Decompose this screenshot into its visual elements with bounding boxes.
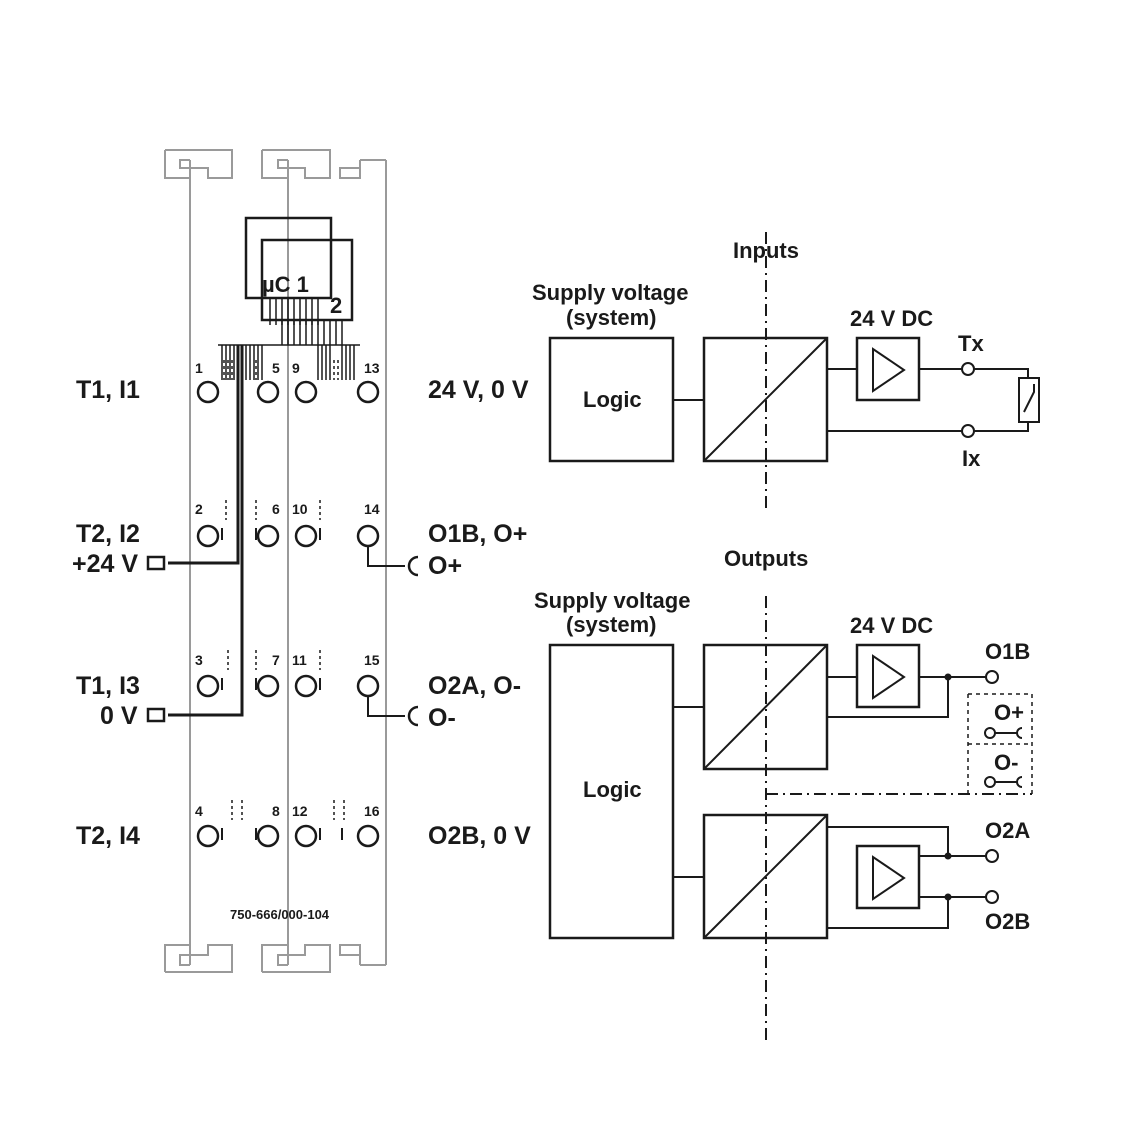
terminal-6: 6 (272, 501, 280, 517)
terminal-numbers: 1 5 9 13 2 6 10 14 3 7 11 15 4 8 12 16 (195, 360, 380, 819)
inputs-block: Inputs Supply voltage (system) Logic 24 … (532, 232, 1040, 510)
terminal-8: 8 (272, 803, 280, 819)
terminal-7: 7 (272, 652, 280, 668)
label-plus24v: +24 V (72, 550, 138, 578)
outputs-title: Outputs (724, 546, 808, 571)
module-housing (164, 149, 387, 973)
terminal-11: 11 (292, 652, 307, 668)
chip-label-1: µC 1 (262, 272, 309, 297)
inputs-tx: Tx (958, 331, 984, 356)
inputs-supply-line2: (system) (566, 305, 656, 330)
terminal-14: 14 (364, 501, 380, 517)
chip-label-2: 2 (330, 293, 342, 318)
microcontroller-chip: µC 1 2 (244, 216, 354, 322)
inputs-24vdc: 24 V DC (850, 306, 933, 331)
outputs-block: Outputs Supply voltage (system) Logic 24… (534, 546, 1033, 1040)
outputs-ominus: O- (994, 750, 1018, 775)
terminal-9: 9 (292, 360, 300, 376)
inputs-supply-line1: Supply voltage (532, 280, 688, 305)
outputs-logic-label: Logic (583, 777, 642, 802)
outputs-o2b: O2B (985, 909, 1030, 934)
label-0v: 0 V (100, 702, 138, 730)
outputs-oplus: O+ (994, 700, 1024, 725)
inputs-logic-label: Logic (583, 387, 642, 412)
terminal-16: 16 (364, 803, 380, 819)
label-o2a-ominus: O2A, O- (428, 672, 521, 700)
inputs-ix: Ix (962, 446, 981, 471)
internal-wires (168, 345, 244, 717)
label-t1-i1: T1, I1 (76, 376, 140, 404)
label-t1-i3: T1, I3 (76, 672, 140, 700)
terminal-13: 13 (364, 360, 380, 376)
label-24v-0v: 24 V, 0 V (428, 376, 529, 404)
part-number: 750-666/000-104 (230, 907, 330, 922)
contact-marks (221, 528, 405, 840)
outputs-o1b: O1B (985, 639, 1030, 664)
switch-icon (1018, 377, 1040, 423)
label-ominus: O- (428, 704, 456, 732)
terminal-2: 2 (195, 501, 203, 517)
label-t2-i2: T2, I2 (76, 520, 140, 548)
outputs-supply-line1: Supply voltage (534, 588, 690, 613)
outputs-o2a: O2A (985, 818, 1030, 843)
label-oplus: O+ (428, 552, 462, 580)
terminal-3: 3 (195, 652, 203, 668)
terminal-5: 5 (272, 360, 280, 376)
terminal-15: 15 (364, 652, 380, 668)
terminal-10: 10 (292, 501, 308, 517)
outputs-supply-line2: (system) (566, 612, 656, 637)
terminal-1: 1 (195, 360, 203, 376)
label-o1b-oplus: O1B, O+ (428, 520, 527, 548)
terminal-circles (196, 380, 380, 848)
terminal-12: 12 (292, 803, 308, 819)
label-t2-i4: T2, I4 (76, 822, 140, 850)
terminal-4: 4 (195, 803, 203, 819)
label-o2b-0v: O2B, 0 V (428, 822, 531, 850)
outputs-24vdc: 24 V DC (850, 613, 933, 638)
external-connectors (146, 555, 419, 727)
